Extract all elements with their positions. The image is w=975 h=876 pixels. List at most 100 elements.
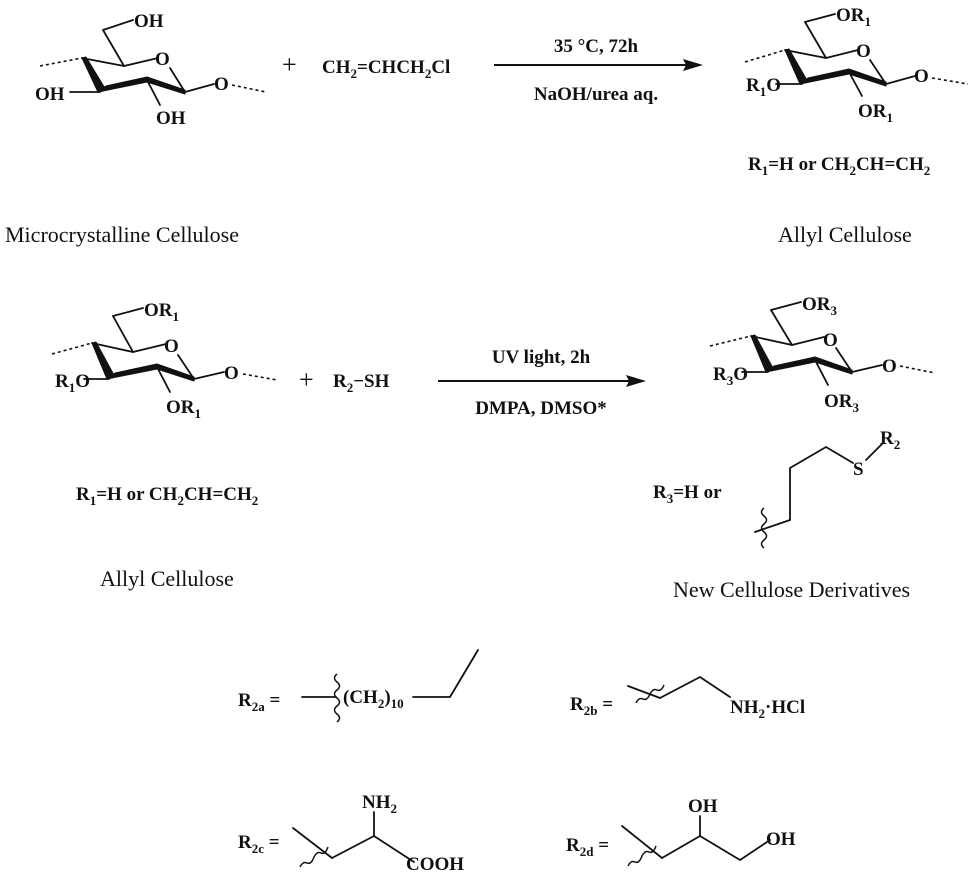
allyl-chloride-formula: CH2=CHCH2Cl [322,57,450,81]
attachment-bond [621,825,663,859]
wavy-attachment-icon [299,846,329,868]
reaction-arrow-2 [438,375,646,387]
polymer-link-left [744,49,786,63]
r2d-secondary-oh: OH [688,796,718,817]
mcc-c6-oh: OH [134,11,164,32]
allyl2-c2-or: OR1 [166,397,201,421]
deriv-c6-or: OR3 [802,294,838,318]
allyl2-r1-definition: R1=H or CH2CH=CH2 [76,484,258,508]
r2a-chain-formula: (CH2)10 [343,687,404,711]
r2c-label: R2c = [238,832,280,856]
polymer-link-left [709,335,752,347]
caption-microcrystalline-cellulose: Microcrystalline Cellulose [5,222,239,247]
ringo-c1-bond [177,354,195,380]
wavy-attachment-icon [333,673,341,723]
c5-c6-bond [102,29,125,67]
reaction-arrow-1 [494,59,703,71]
allyl1-ring-o: O [856,41,871,62]
polymer-link-left [39,57,83,67]
c1-o-bond [193,371,225,380]
propyl-chain-bonds [789,446,854,521]
allyl1-glyco-o: O [914,66,929,87]
allyl1-c3-or: R1O [746,75,781,99]
ringo-c1-bond [869,59,887,85]
mcc-c3-oh: OH [35,84,65,105]
terminal-ethyl-bonds [412,649,479,698]
polymer-link-right [931,77,969,85]
allyl2-glyco-o: O [224,363,239,384]
conditions-1-below: NaOH/urea aq. [534,84,658,105]
r2d-label: R2d = [566,835,609,859]
c6-o-bond [770,301,802,311]
arrow-head [626,375,646,387]
r2c-amine: NH2 [362,792,397,816]
mcc-c2-oh: OH [156,108,186,129]
c1-o-bond [885,75,916,85]
caption-allyl-cellulose-1: Allyl Cellulose [778,222,912,247]
r2d-primary-oh: OH [766,829,796,850]
deriv-glyco-o: O [882,356,897,377]
wavy-attachment-icon [760,507,768,549]
sulfur-label: S [853,459,864,480]
ringo-c1-bond [169,67,186,93]
mcc-structure: OH O OH OH O [35,11,267,129]
c5-c6-bond [770,309,793,346]
r2b-terminal: NH2·HCl [730,697,805,721]
thiol-formula: R2−SH [333,371,390,395]
deriv-c3-or: R3O [713,364,748,388]
thioether-side-chain: S R2 [754,428,900,549]
c6-o-bond [804,13,836,23]
attachment-bond [627,685,661,699]
ringo-c1-bond [835,347,853,373]
allyl-cellulose-structure-2: OR1 O R1O OR1 O [51,300,278,421]
wedge-c3-c2 [97,76,148,93]
polymer-link-left [51,342,93,355]
wedge-c3-c2 [799,68,850,85]
conditions-2-below: DMPA, DMSO* [475,398,607,419]
plus-sign-1: + [282,50,297,79]
c6-o-bond [102,19,134,31]
wavy-attachment-icon [627,845,657,867]
c1-o-bond [851,364,883,373]
caption-allyl-cellulose-2: Allyl Cellulose [100,566,234,591]
r2a-structure: (CH2)10 [301,649,479,723]
allyl-cellulose-structure-1: OR1 O R1O OR1 O [744,5,969,125]
r2c-carboxyl: COOH [406,854,464,875]
wavy-attachment-icon [635,684,665,704]
wedge-c3-c2 [765,356,816,373]
deriv-ring-o: O [823,330,838,351]
deriv-c2-or: OR3 [824,391,860,415]
c6-o-bond [112,307,144,317]
c2-o-bond [146,79,161,106]
polymer-link-right [242,373,278,381]
c2-o-bond [156,366,171,393]
allyl1-c2-or: OR1 [858,101,893,125]
r2b-structure: NH2·HCl [627,676,805,721]
arrow-head [683,59,703,71]
c1-o-bond [184,83,215,93]
wedge-c3-c2 [106,363,158,380]
backbone-bonds [661,835,771,861]
conditions-1-above: 35 °C, 72h [554,36,639,57]
c2-o-bond [848,71,863,97]
allyl2-c6-or: OR1 [144,300,179,324]
backbone-bonds [331,835,415,863]
caption-new-cellulose-derivatives: New Cellulose Derivatives [673,577,910,602]
r2c-structure: NH2 COOH [292,792,464,875]
derivative-structure: OR3 O R3O OR3 O [709,294,936,415]
ethyl-chain-bonds [659,676,731,699]
r2b-label: R2b = [570,694,613,718]
polymer-link-right [899,365,936,374]
c2-o-bond [814,359,829,386]
deriv-r3-definition: R3=H or [653,482,722,506]
r2a-label: R2a = [238,690,280,714]
conditions-2-above: UV light, 2h [492,347,591,368]
c5-c6-bond [804,21,827,59]
polymer-link-right [231,84,267,93]
allyl2-c3-or: R1O [55,371,90,395]
mcc-glyco-o: O [214,74,229,95]
attachment-bond [754,519,791,533]
s-r2-bond [865,442,884,461]
allyl1-r1-definition: R1=H or CH2CH=CH2 [748,154,930,178]
